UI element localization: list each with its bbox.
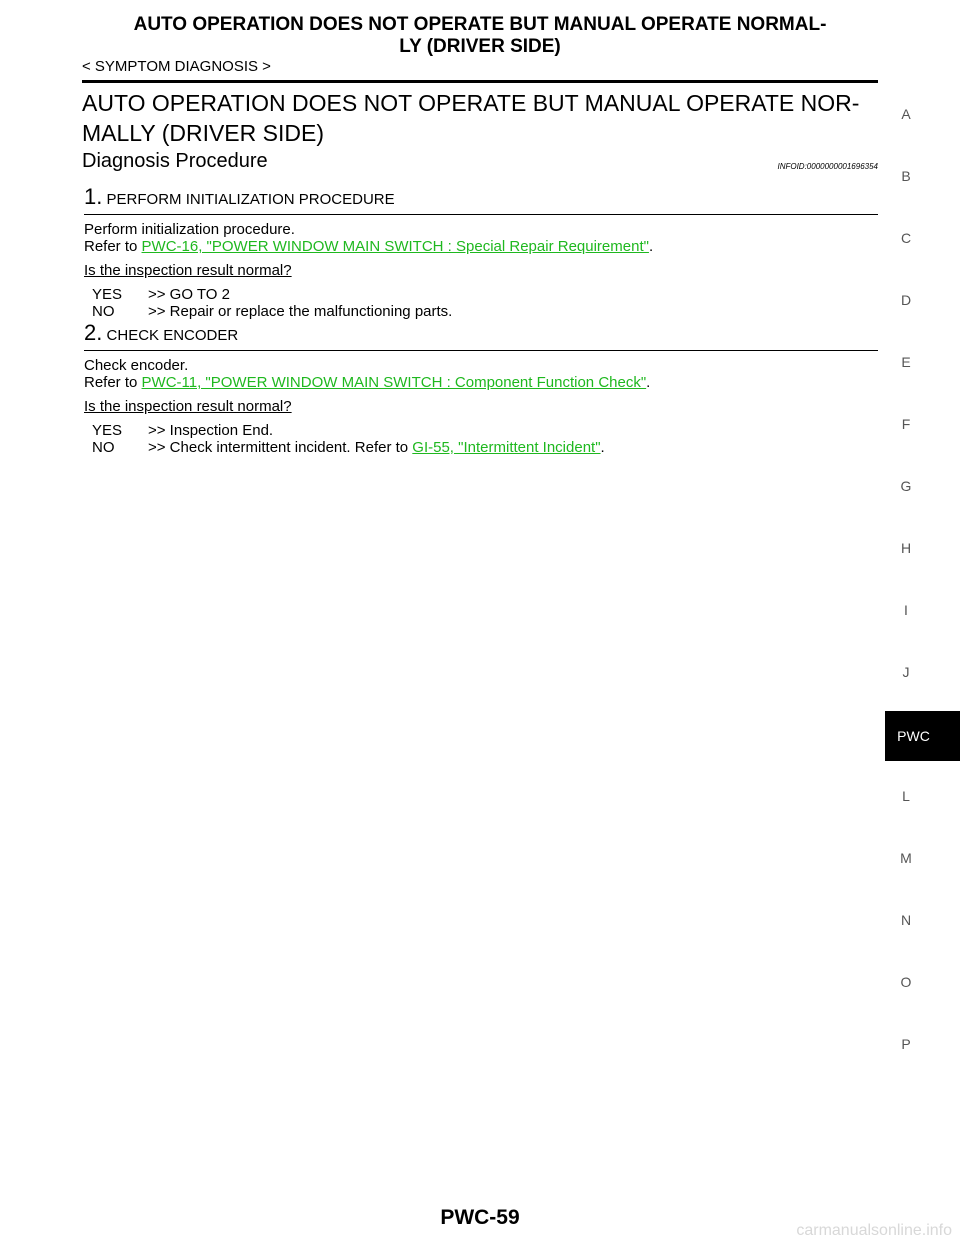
side-index-h[interactable]: H	[900, 540, 912, 556]
page-number: PWC-59	[440, 1206, 520, 1229]
intermittent-incident-link[interactable]: GI-55, "Intermittent Incident"	[412, 439, 601, 456]
step-2-body: Check encoder. Refer to PWC-11, "POWER W…	[84, 351, 878, 456]
step-2: 2. CHECK ENCODER Check encoder. Refer to…	[84, 320, 878, 456]
step-1-number: 1.	[84, 184, 103, 209]
side-index-c[interactable]: C	[900, 230, 912, 246]
side-index-l[interactable]: L	[902, 788, 910, 804]
page-title: AUTO OPERATION DOES NOT OPERATE BUT MANU…	[82, 88, 882, 148]
step-2-reference: Refer to PWC-11, "POWER WINDOW MAIN SWIT…	[84, 374, 878, 391]
step-1-no-row: NO >> Repair or replace the malfunctioni…	[84, 303, 878, 320]
page-title-line-1: AUTO OPERATION DOES NOT OPERATE BUT MANU…	[82, 90, 860, 116]
step-1-heading: 1. PERFORM INITIALIZATION PROCEDURE	[84, 184, 878, 215]
yes-key: YES	[92, 286, 123, 303]
side-index: A B C D E F G H I J PWC L M N O P	[885, 0, 960, 1242]
side-index-d[interactable]: D	[900, 292, 912, 308]
step-2-title: CHECK ENCODER	[106, 327, 239, 344]
step-1-title: PERFORM INITIALIZATION PROCEDURE	[106, 191, 395, 208]
step-2-instruction: Check encoder.	[84, 357, 189, 374]
side-index-a[interactable]: A	[901, 106, 911, 122]
step-2-yes-row: YES >> Inspection End.	[84, 422, 878, 439]
info-id: INFOID:0000000001696354	[777, 162, 878, 171]
section-title: Diagnosis Procedure	[82, 150, 268, 172]
step-1-question: Is the inspection result normal?	[84, 262, 292, 279]
step-2-number: 2.	[84, 320, 103, 345]
no-key: NO	[92, 303, 115, 320]
side-index-g[interactable]: G	[900, 478, 912, 494]
side-index-pwc-tab[interactable]: PWC	[885, 711, 960, 761]
side-index-o[interactable]: O	[900, 974, 912, 990]
step-1-instruction: Perform initialization procedure.	[84, 221, 295, 238]
refer-suffix: .	[648, 238, 654, 255]
breadcrumb: < SYMPTOM DIAGNOSIS >	[82, 58, 271, 75]
step-1-reference: Refer to PWC-16, "POWER WINDOW MAIN SWIT…	[84, 238, 878, 255]
side-index-n[interactable]: N	[900, 912, 912, 928]
side-index-m[interactable]: M	[900, 850, 912, 866]
step-1-yes-row: YES >> GO TO 2	[84, 286, 878, 303]
no-text-prefix: >> Check intermittent incident. Refer to	[148, 439, 413, 456]
side-index-f[interactable]: F	[901, 416, 911, 432]
yes-key: YES	[92, 422, 123, 439]
page-title-line-2: MALLY (DRIVER SIDE)	[82, 120, 324, 146]
step-2-heading: 2. CHECK ENCODER	[84, 320, 878, 351]
step-1: 1. PERFORM INITIALIZATION PROCEDURE Perf…	[84, 184, 878, 320]
header-rule	[82, 80, 878, 83]
refer-suffix: .	[646, 374, 651, 391]
side-index-i[interactable]: I	[904, 602, 908, 618]
yes-text: >> GO TO 2	[148, 286, 230, 303]
step-1-reference-link[interactable]: PWC-16, "POWER WINDOW MAIN SWITCH : Spec…	[141, 238, 649, 255]
no-text: >> Repair or replace the malfunctioning …	[148, 303, 453, 320]
header-line-1: AUTO OPERATION DOES NOT OPERATE BUT MANU…	[133, 14, 827, 35]
step-2-no-row: NO >> Check intermittent incident. Refer…	[84, 439, 878, 456]
refer-prefix: Refer to	[84, 238, 142, 255]
side-index-j[interactable]: J	[902, 664, 910, 680]
no-text-suffix: .	[600, 439, 605, 456]
page-header: AUTO OPERATION DOES NOT OPERATE BUT MANU…	[0, 14, 960, 58]
no-key: NO	[92, 439, 115, 456]
header-line-2: LY (DRIVER SIDE)	[399, 36, 561, 57]
step-2-reference-link[interactable]: PWC-11, "POWER WINDOW MAIN SWITCH : Comp…	[141, 374, 647, 391]
refer-prefix: Refer to	[84, 374, 142, 391]
watermark: carmanualsonline.info	[796, 1222, 952, 1239]
side-index-e[interactable]: E	[901, 354, 911, 370]
no-text: >> Check intermittent incident. Refer to…	[148, 439, 605, 456]
side-index-b[interactable]: B	[901, 168, 911, 184]
step-2-question: Is the inspection result normal?	[84, 398, 292, 415]
yes-text: >> Inspection End.	[148, 422, 274, 439]
step-1-body: Perform initialization procedure. Refer …	[84, 215, 878, 320]
side-index-p[interactable]: P	[901, 1036, 911, 1052]
